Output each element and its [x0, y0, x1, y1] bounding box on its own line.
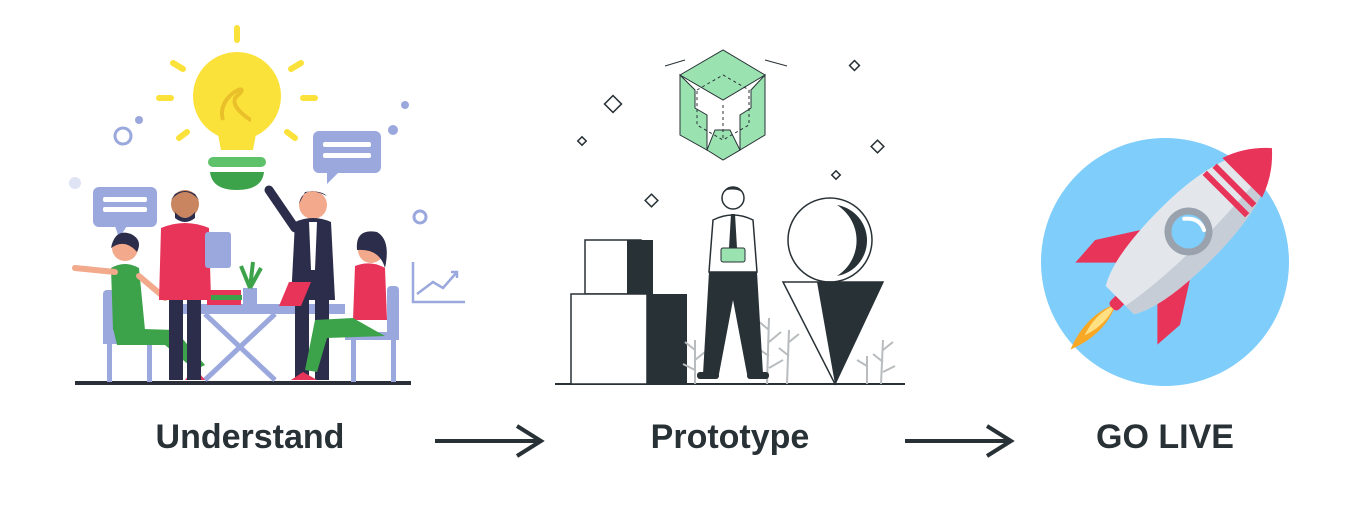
step-go-live-illustration [1040, 0, 1300, 395]
person-icon [159, 190, 231, 380]
arrow-right-icon [905, 424, 1017, 463]
step-label-prototype: Prototype [650, 418, 810, 456]
step-understand-illustration [55, 0, 475, 395]
team-meeting-icon [69, 25, 465, 385]
step-label-understand: Understand [155, 418, 345, 456]
step-label-go-live: GO LIVE [1096, 418, 1234, 456]
prototype-cube-icon [664, 49, 788, 161]
speech-bubble-icon [313, 131, 381, 184]
person-icon [279, 231, 387, 380]
person-icon [697, 186, 769, 379]
rocket-launch-icon [1041, 138, 1289, 386]
prototype-blocks-icon [555, 49, 905, 386]
speech-bubble-icon [93, 187, 157, 238]
rocket-icon [1070, 147, 1273, 350]
arrow-right-icon [435, 424, 547, 463]
step-prototype-illustration [555, 0, 910, 395]
light-bulb-icon [156, 25, 318, 190]
growth-chart-icon [411, 262, 465, 304]
